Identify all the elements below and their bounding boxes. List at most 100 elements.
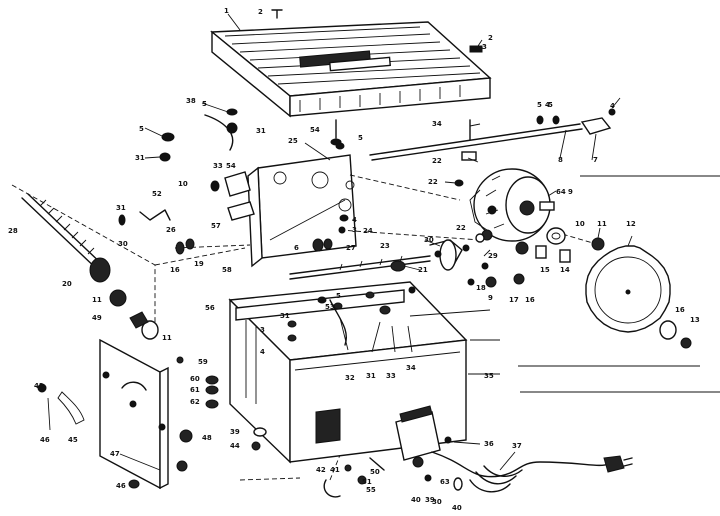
callout-3: 3: [352, 226, 357, 234]
callout-61: 61: [190, 386, 200, 394]
callout-16: 16: [525, 296, 535, 304]
callout-27: 27: [346, 244, 356, 252]
callout-41: 41: [330, 466, 340, 474]
callout-34: 34: [432, 120, 442, 128]
callout-labels: 1 2 2 3 38 5 31 5 31 5 5 4 4 7 8 54 5 34…: [8, 7, 700, 512]
callout-18: 18: [476, 284, 486, 292]
callout-22: 22: [432, 157, 442, 165]
callout-31: 31: [280, 312, 290, 320]
callout-19: 19: [194, 260, 204, 268]
callout-6: 6: [294, 244, 299, 252]
callout-21: 21: [418, 266, 428, 274]
callout-32: 32: [345, 374, 355, 382]
callout-1: 1: [224, 7, 229, 15]
callout-54: 54: [310, 126, 320, 134]
callout-5: 5: [537, 101, 542, 109]
arbor-link: [429, 233, 485, 271]
callout-43: 43: [34, 382, 44, 390]
callout-49: 49: [92, 314, 102, 322]
callout-59: 59: [198, 358, 208, 366]
callout-56: 56: [205, 304, 215, 312]
callout-53: 53: [325, 303, 335, 311]
switch-and-cord: [323, 405, 633, 498]
callout-5: 5: [336, 292, 341, 300]
callout-5: 5: [548, 101, 553, 109]
tilt-shaft: [175, 214, 431, 280]
callout-29: 29: [488, 252, 498, 260]
motor: [454, 168, 555, 242]
callout-30: 30: [118, 240, 128, 248]
callout-12: 12: [626, 220, 636, 228]
callout-30: 30: [432, 498, 442, 506]
leader-lines: [47, 13, 720, 471]
callout-31: 31: [116, 204, 126, 212]
callout-57: 57: [211, 222, 221, 230]
callout-17: 17: [509, 296, 519, 304]
callout-40: 40: [452, 504, 462, 512]
callout-22: 22: [428, 178, 438, 186]
callout-60: 60: [190, 375, 200, 383]
callout-33: 33: [386, 372, 396, 380]
callout-31: 31: [256, 127, 266, 135]
callout-3: 3: [260, 326, 265, 334]
motor-small-parts: [467, 227, 605, 288]
callout-13: 13: [690, 316, 700, 324]
callout-64: 64: [556, 188, 566, 196]
side-panel: [37, 338, 267, 490]
callout-20: 20: [62, 280, 72, 288]
callout-44: 44: [230, 442, 240, 450]
callout-4: 4: [610, 102, 615, 110]
callout-48: 48: [202, 434, 212, 442]
callout-5: 5: [358, 134, 363, 142]
callout-24: 24: [363, 227, 373, 235]
callout-33: 33: [213, 162, 223, 170]
callout-14: 14: [560, 266, 570, 274]
callout-35: 35: [484, 372, 494, 380]
callout-58: 58: [222, 266, 232, 274]
callout-39: 39: [230, 428, 240, 436]
callout-16: 16: [675, 306, 685, 314]
callout-37: 37: [512, 442, 522, 450]
callout-52: 52: [152, 190, 162, 198]
callout-45: 45: [68, 436, 78, 444]
callout-26: 26: [166, 226, 176, 234]
top-hardware: [159, 9, 616, 162]
callout-11: 11: [597, 220, 607, 228]
callout-5: 5: [202, 100, 207, 108]
callout-28: 28: [8, 227, 18, 235]
callout-31: 31: [366, 372, 376, 380]
saw-blade: [585, 245, 692, 349]
callout-8: 8: [558, 156, 563, 164]
callout-54: 54: [226, 162, 236, 170]
callout-11: 11: [92, 296, 102, 304]
callout-9: 9: [488, 294, 493, 302]
callout-10: 10: [575, 220, 585, 228]
callout-39: 39: [425, 496, 435, 504]
callout-31: 31: [135, 154, 145, 162]
callout-34: 34: [406, 364, 416, 372]
callout-62: 62: [190, 398, 200, 406]
callout-7: 7: [593, 156, 598, 164]
left-crank-parts: [118, 171, 255, 226]
callout-4: 4: [545, 101, 550, 109]
callout-4: 4: [352, 216, 357, 224]
callout-23: 23: [380, 242, 390, 250]
callout-5: 5: [139, 125, 144, 133]
callout-4: 4: [260, 348, 265, 356]
callout-25: 25: [288, 137, 298, 145]
callout-16: 16: [170, 266, 180, 274]
callout-2: 2: [258, 8, 263, 16]
callout-51: 51: [362, 478, 372, 486]
callout-47: 47: [110, 450, 120, 458]
callout-40: 40: [411, 496, 421, 504]
callout-38: 38: [186, 97, 196, 105]
table-top: [210, 21, 492, 118]
callout-10: 10: [178, 180, 188, 188]
callout-46: 46: [116, 482, 126, 490]
motor-mount-bracket: [247, 142, 357, 268]
callout-15: 15: [540, 266, 550, 274]
callout-2: 2: [488, 34, 493, 42]
elevating-screw: [21, 193, 159, 340]
callout-46: 46: [40, 436, 50, 444]
